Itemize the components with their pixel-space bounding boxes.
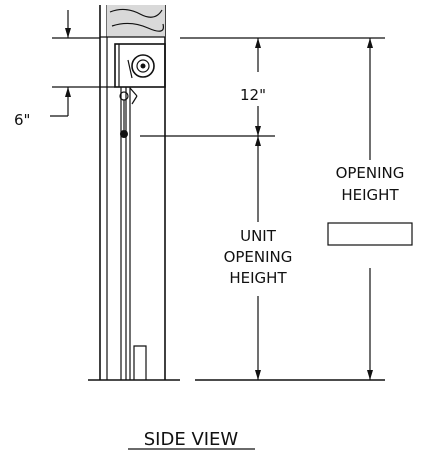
unit-opening-label-line2: OPENING [224,248,293,266]
twelve-inch-dimension: 12" [240,38,266,136]
roll-housing [114,43,166,88]
unit-opening-height-dimension: UNIT OPENING HEIGHT [224,136,293,380]
six-inch-dimension: 6" [14,10,115,129]
roll-drum [131,54,155,78]
opening-height-dimension: OPENING HEIGHT [327,38,413,380]
chain-operator [119,87,147,380]
title-group: SIDE VIEW [128,429,255,450]
six-inch-label: 6" [14,111,30,129]
twelve-inch-label: 12" [240,86,266,104]
opening-height-label-line1: OPENING [336,164,405,182]
opening-height-blank-box [327,222,413,246]
unit-opening-label-line3: HEIGHT [229,269,287,287]
opening-height-label-line2: HEIGHT [341,186,399,204]
diagram-title: SIDE VIEW [144,429,239,450]
unit-opening-label-line1: UNIT [240,227,277,245]
